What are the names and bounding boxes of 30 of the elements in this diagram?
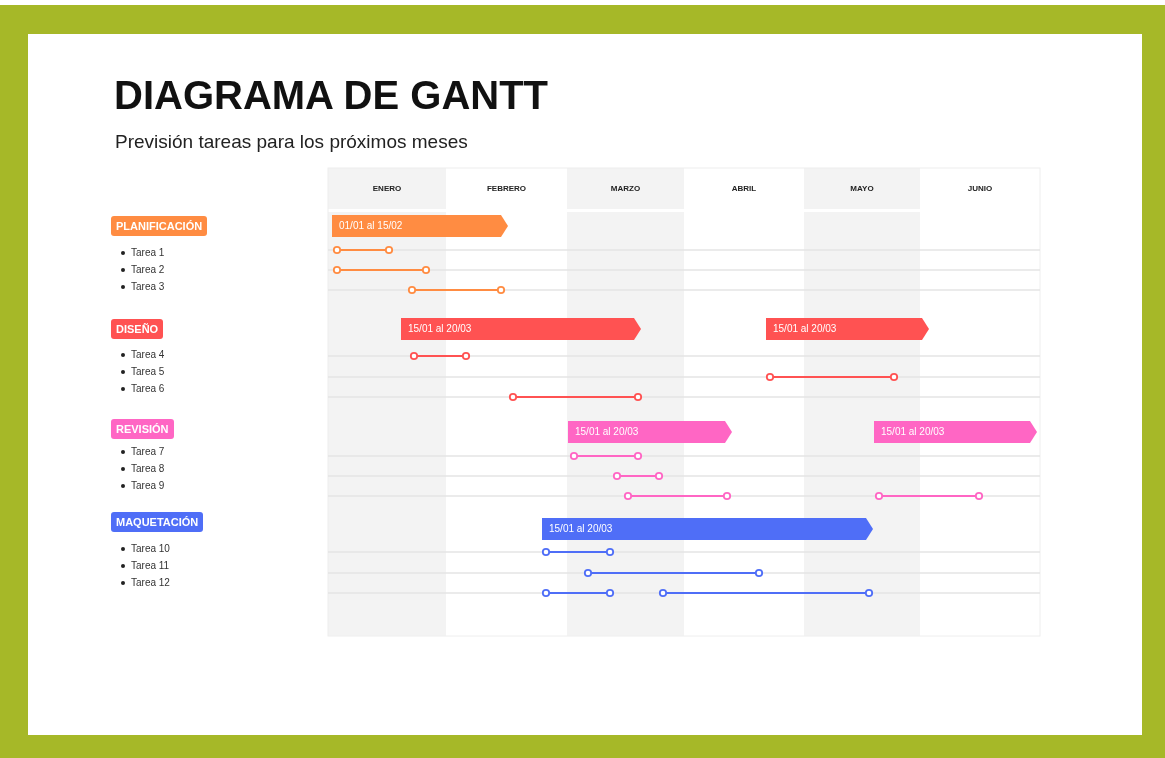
month-header: JUNIO (966, 183, 994, 195)
task-label: Tarea 5 (131, 366, 165, 378)
phase-arrow-bar: 15/01 al 20/03 (568, 421, 732, 443)
task-label: Tarea 4 (131, 349, 165, 361)
phase-arrow-bar: 15/01 al 20/03 (766, 318, 929, 340)
task-label: Tarea 3 (131, 281, 165, 293)
phase-arrow-bar: 15/01 al 20/03 (874, 421, 1037, 443)
task-label: Tarea 2 (131, 264, 165, 276)
task-label: Tarea 8 (131, 463, 165, 475)
category-tag: PLANIFICACIÓN (111, 216, 208, 236)
task-label: Tarea 6 (131, 383, 165, 395)
title: DIAGRAMA DE GANTT (114, 72, 549, 118)
category-tag: MAQUETACIÓN (111, 512, 204, 532)
category-tag: REVISIÓN (111, 419, 174, 439)
task-label: Tarea 12 (131, 577, 170, 589)
month-header: MARZO (609, 183, 642, 195)
phase-arrow-bar: 15/01 al 20/03 (401, 318, 641, 340)
phase-arrow-bar: 15/01 al 20/03 (542, 518, 873, 540)
task-label: Tarea 10 (131, 543, 170, 555)
task-label: Tarea 1 (131, 247, 165, 259)
subtitle: Previsión tareas para los próximos meses (115, 130, 468, 154)
month-header: FEBRERO (485, 183, 528, 195)
task-label: Tarea 7 (131, 446, 165, 458)
category-tag: DISEÑO (111, 319, 164, 339)
task-label: Tarea 11 (131, 560, 170, 572)
month-header: ABRIL (730, 183, 758, 195)
month-header: ENERO (371, 183, 403, 195)
phase-arrow-bar: 01/01 al 15/02 (332, 215, 508, 237)
task-label: Tarea 9 (131, 480, 165, 492)
month-header: MAYO (849, 183, 875, 195)
